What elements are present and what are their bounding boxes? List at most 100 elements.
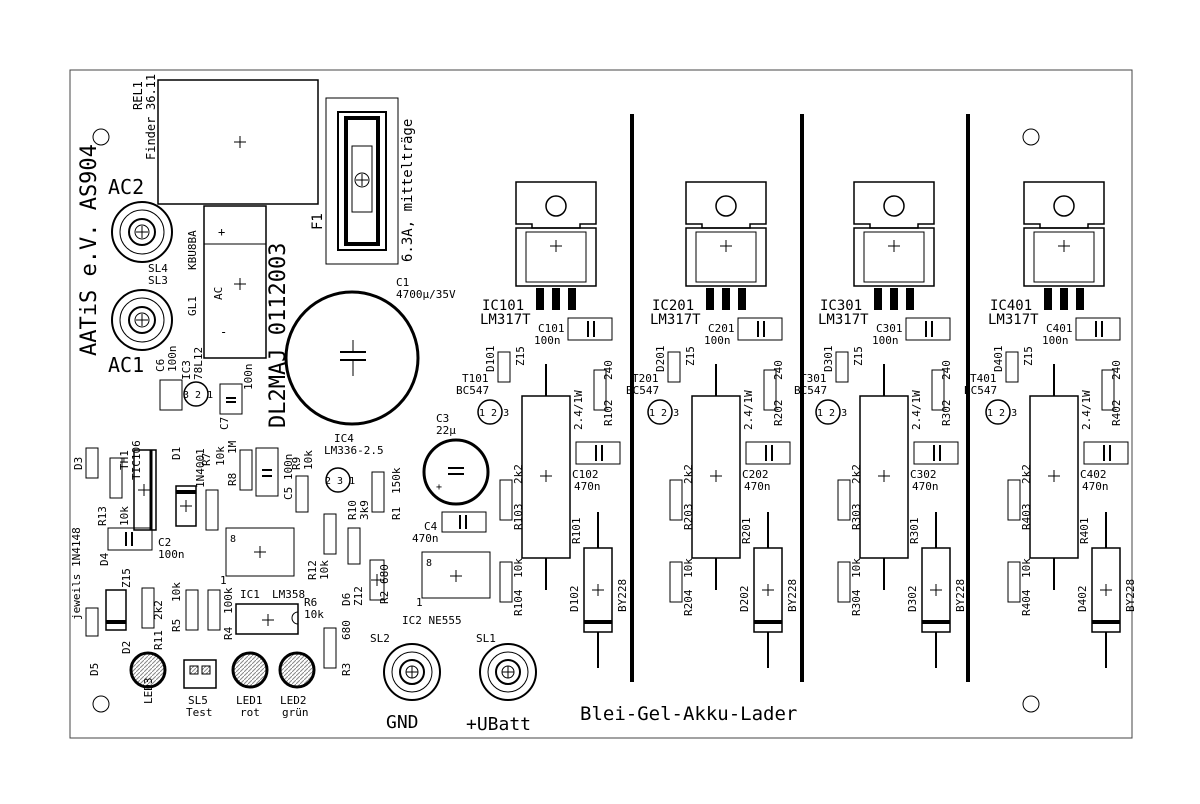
svg-text:22µ: 22µ <box>436 424 456 437</box>
cap2-body <box>575 441 621 465</box>
cap1-value: 100n <box>534 334 561 347</box>
ic4-reference: 2 3 1 IC4 LM336-2.5 <box>324 432 384 493</box>
r-a-ref: R202 <box>772 400 785 427</box>
diode-ref: D402 <box>1076 586 1089 613</box>
cap2-body <box>1083 441 1129 465</box>
cap2-body <box>745 441 791 465</box>
led1-red: LED1 rot <box>231 651 269 719</box>
transistor-ref: T301 <box>800 372 827 385</box>
svg-text:100n: 100n <box>242 364 255 391</box>
r13-value: 10k <box>118 506 131 526</box>
transistor-pins: 1 2 3 <box>479 408 509 419</box>
c6: C6 100n <box>154 346 183 411</box>
shunt-value: 2.4/1W <box>572 390 585 430</box>
rel1-value: 36.11 <box>144 74 158 110</box>
r-b-body <box>837 479 851 521</box>
r-b-value: 2k2 <box>850 464 863 484</box>
regulator-hole <box>715 195 737 217</box>
cap1-ref: C101 <box>538 322 565 335</box>
svg-text:8: 8 <box>230 534 236 545</box>
svg-text:1: 1 <box>220 574 227 587</box>
regulator-body <box>515 227 597 287</box>
bridge-gl1: + AC - KBU8BA GL1 <box>186 205 267 359</box>
diode-d1: D1 1N4001 <box>170 447 207 527</box>
r-d-value: 10k <box>512 558 525 578</box>
r-d-body <box>837 561 851 603</box>
transistor-type: BC547 <box>794 384 827 397</box>
zener-ref: D301 <box>822 346 835 373</box>
cap1-ref: C201 <box>708 322 735 335</box>
svg-text:C1: C1 <box>396 276 409 289</box>
svg-text:C2: C2 <box>158 536 171 549</box>
regulator-body <box>1023 227 1105 287</box>
svg-text:1: 1 <box>416 596 423 609</box>
r-d-value: 10k <box>850 558 863 578</box>
r-d-value: 10k <box>682 558 695 578</box>
r-b-ref: R303 <box>850 504 863 531</box>
d5-label: D5 <box>88 663 101 676</box>
regulator-pin <box>738 288 746 310</box>
r-d-body <box>499 561 513 603</box>
connector-sl1-ubatt: SL1 +UBatt <box>466 632 537 735</box>
zener-type: Z15 <box>684 346 697 366</box>
r5-value: 10k <box>170 582 183 602</box>
r-b-value: 2k2 <box>1020 464 1033 484</box>
regulator-pin <box>1044 288 1052 310</box>
svg-text:C5 100n: C5 100n <box>282 454 295 500</box>
z12-label: Z12 <box>352 586 365 606</box>
r13-label: R13 <box>96 506 109 526</box>
diode-type: BY228 <box>954 579 967 612</box>
sl3-label: SL3 <box>148 274 168 287</box>
r7-value: 10k <box>214 446 227 466</box>
cap2-body <box>913 441 959 465</box>
transistor-body <box>477 399 503 425</box>
rel1-ref: REL1 <box>131 81 145 110</box>
zener-body <box>497 351 511 383</box>
svg-text:LED2: LED2 <box>280 694 307 707</box>
ic2-label: IC2 NE555 <box>402 614 462 627</box>
svg-text:SL2: SL2 <box>370 632 390 645</box>
cap1-body <box>1075 317 1121 341</box>
svg-text:C4: C4 <box>424 520 438 533</box>
svg-text:-: - <box>220 325 227 339</box>
r-b-ref: R203 <box>682 504 695 531</box>
r-a-value: 240 <box>772 360 785 380</box>
r12-label: R12 <box>306 560 319 580</box>
r6-label: R6 <box>304 596 317 609</box>
cap1-value: 100n <box>872 334 899 347</box>
capacitor-c4: C4 470n <box>412 511 487 545</box>
svg-text:470n: 470n <box>412 532 439 545</box>
regulator-pin <box>1060 288 1068 310</box>
r-a-ref: R102 <box>602 400 615 427</box>
diode-type: BY228 <box>786 579 799 612</box>
regulator-face <box>695 231 757 283</box>
r-a-body <box>931 369 945 411</box>
cap2-ref: C302 <box>910 468 937 481</box>
transistor-body <box>985 399 1011 425</box>
regulator-type: LM317T <box>988 312 1039 328</box>
r11-value: 2k2 <box>152 600 165 620</box>
regulator-hole <box>883 195 905 217</box>
zener-body <box>667 351 681 383</box>
led2-green: LED2 grün <box>278 651 316 719</box>
product-name: Blei-Gel-Akku-Lader <box>580 703 797 725</box>
shunt-value: 2.4/1W <box>910 390 923 430</box>
svg-text:AC2: AC2 <box>108 175 144 199</box>
r2-label: R2 <box>378 591 391 604</box>
connector-ac2: AC2 <box>108 175 173 263</box>
ic3-regulator: 3 2 1 IC3 78L12 <box>180 347 213 407</box>
zener-ref: D401 <box>992 346 1005 373</box>
r-a-value: 240 <box>1110 360 1123 380</box>
svg-text:LED1: LED1 <box>236 694 263 707</box>
svg-text:D2: D2 <box>120 641 133 654</box>
transistor-body <box>647 399 673 425</box>
thyristor-th1 <box>133 449 157 531</box>
cap1-ref: C301 <box>876 322 903 335</box>
svg-text:3 2 1: 3 2 1 <box>183 390 213 401</box>
ic1-opamp: IC1 LM358 <box>235 588 305 635</box>
d6-label: D6 <box>340 593 353 606</box>
d3-label: D3 <box>72 457 85 470</box>
